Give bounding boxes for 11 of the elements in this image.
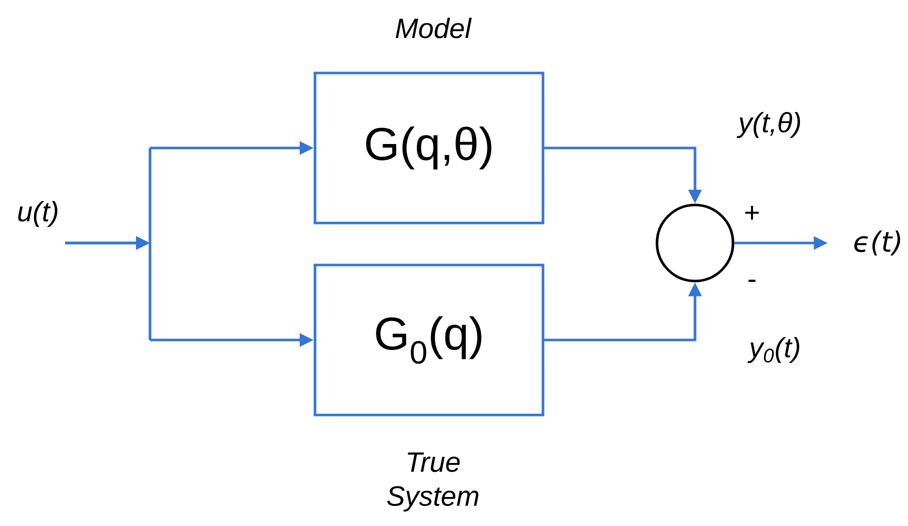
signal-label: + (745, 206, 759, 220)
signal-label: - (748, 280, 756, 282)
block-caption: Model (396, 18, 472, 38)
signal-label: u(t) (18, 200, 58, 228)
summing-junction (656, 204, 734, 282)
block-caption: True System (387, 452, 478, 512)
block-box: G(q,θ) (314, 72, 544, 224)
signal-label: ϵ(t) (854, 230, 900, 256)
block-box: G$_{0}$(q) (314, 264, 544, 416)
edge-label: y$_{0}$(t) (748, 336, 800, 364)
edge-label: y(t,θ) (736, 112, 800, 138)
